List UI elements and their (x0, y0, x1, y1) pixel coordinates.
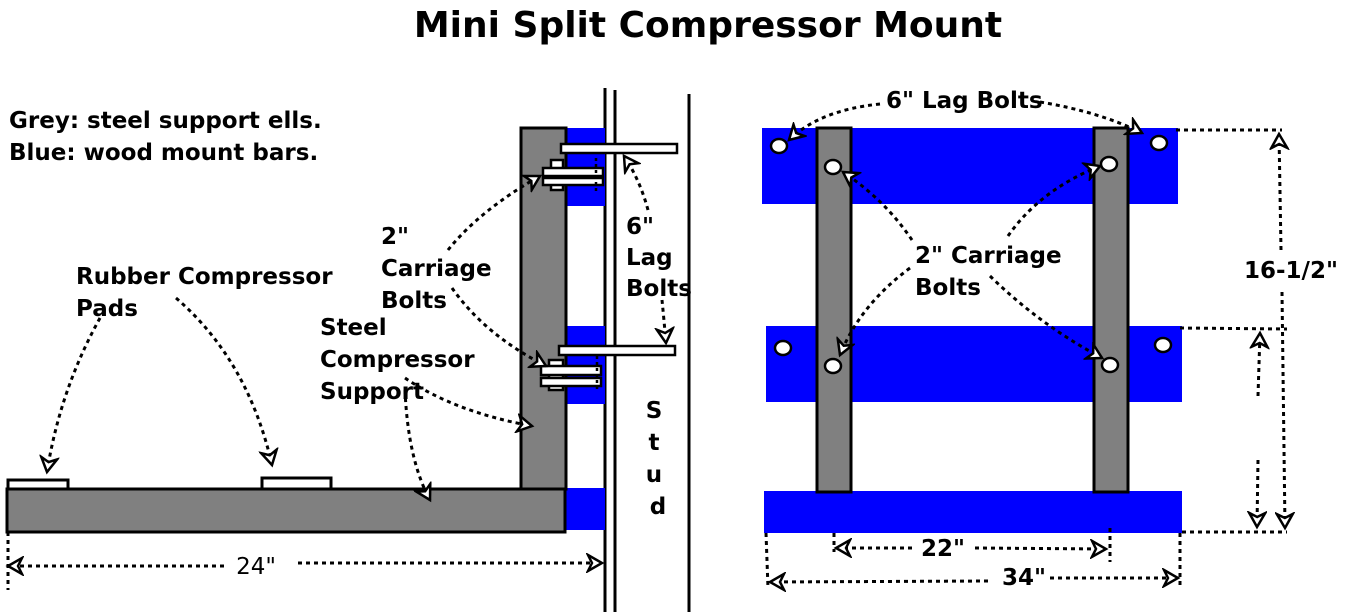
front-pointers (789, 100, 1142, 358)
carriage-bolt-hole (823, 158, 843, 176)
legend-blue: Blue: wood mount bars. (9, 140, 318, 166)
steel-front-right (1092, 126, 1130, 494)
dim-24-label: 24" (236, 554, 276, 580)
carriage-bolt-hole (1100, 356, 1120, 374)
side-pointers (47, 156, 666, 500)
label-rubber-pads: Rubber Compressor Pads (76, 264, 341, 322)
steel-horizontal-leg (5, 487, 567, 534)
dim-22-label: 22" (921, 536, 965, 562)
label-steel-support: Steel Compressor Support (320, 315, 483, 405)
lag-bolt-side-bottom (557, 344, 677, 357)
label-carriage-bolts-front: 2" Carriage Bolts (915, 243, 1070, 301)
lag-bolt-hole (1149, 134, 1169, 152)
bolt-holes (769, 134, 1173, 375)
carriage-bolt-hole (823, 357, 843, 375)
dim-34-left (770, 581, 989, 582)
lag-bolt-hole (769, 137, 789, 155)
wood-bar-front-bottom (764, 491, 1182, 533)
label-carriage-bolts-side: 2" Carriage Bolts (381, 224, 500, 314)
label-lag-bolts-side: 6" Lag Bolts (626, 214, 692, 302)
dim-height-label: 16-1/2" (1244, 258, 1338, 284)
rubber-pad-left (6, 478, 70, 491)
carriage-bolt-side-bottom (539, 356, 603, 392)
dim-height-up-arrow (1279, 134, 1281, 251)
label-stud: S t u d (646, 398, 671, 520)
carriage-bolt-side-top (541, 158, 605, 193)
dim-gap-down-arrow (1257, 459, 1258, 527)
carriage-bolt-hole (1099, 155, 1119, 173)
page-title: Mini Split Compressor Mount (414, 5, 1002, 46)
front-view: 6" Lag Bolts 2" Carriage Bolts 16-1/2" 2… (762, 88, 1338, 591)
steel-front-left (815, 126, 853, 494)
dim-height-down-arrow (1282, 291, 1285, 528)
lag-bolt-side-top (559, 142, 679, 155)
dim-22-right (974, 548, 1106, 549)
wood-bar-side-bottom (566, 488, 605, 530)
dim-height-mid-ext (1179, 326, 1288, 331)
dim-34-tick-left (764, 532, 770, 589)
lag-bolt-hole (1153, 336, 1173, 354)
lag-bolt-hole (773, 339, 793, 357)
label-lag-bolts-front: 6" Lag Bolts (886, 88, 1043, 114)
legend-grey: Grey: steel support ells. (9, 108, 322, 134)
dim-34-label: 34" (1002, 565, 1046, 591)
dim-gap-up-arrow (1258, 333, 1260, 397)
side-view: Rubber Compressor Pads 2" Carriage Bolts… (7, 88, 692, 612)
rubber-pad-right (260, 476, 333, 491)
